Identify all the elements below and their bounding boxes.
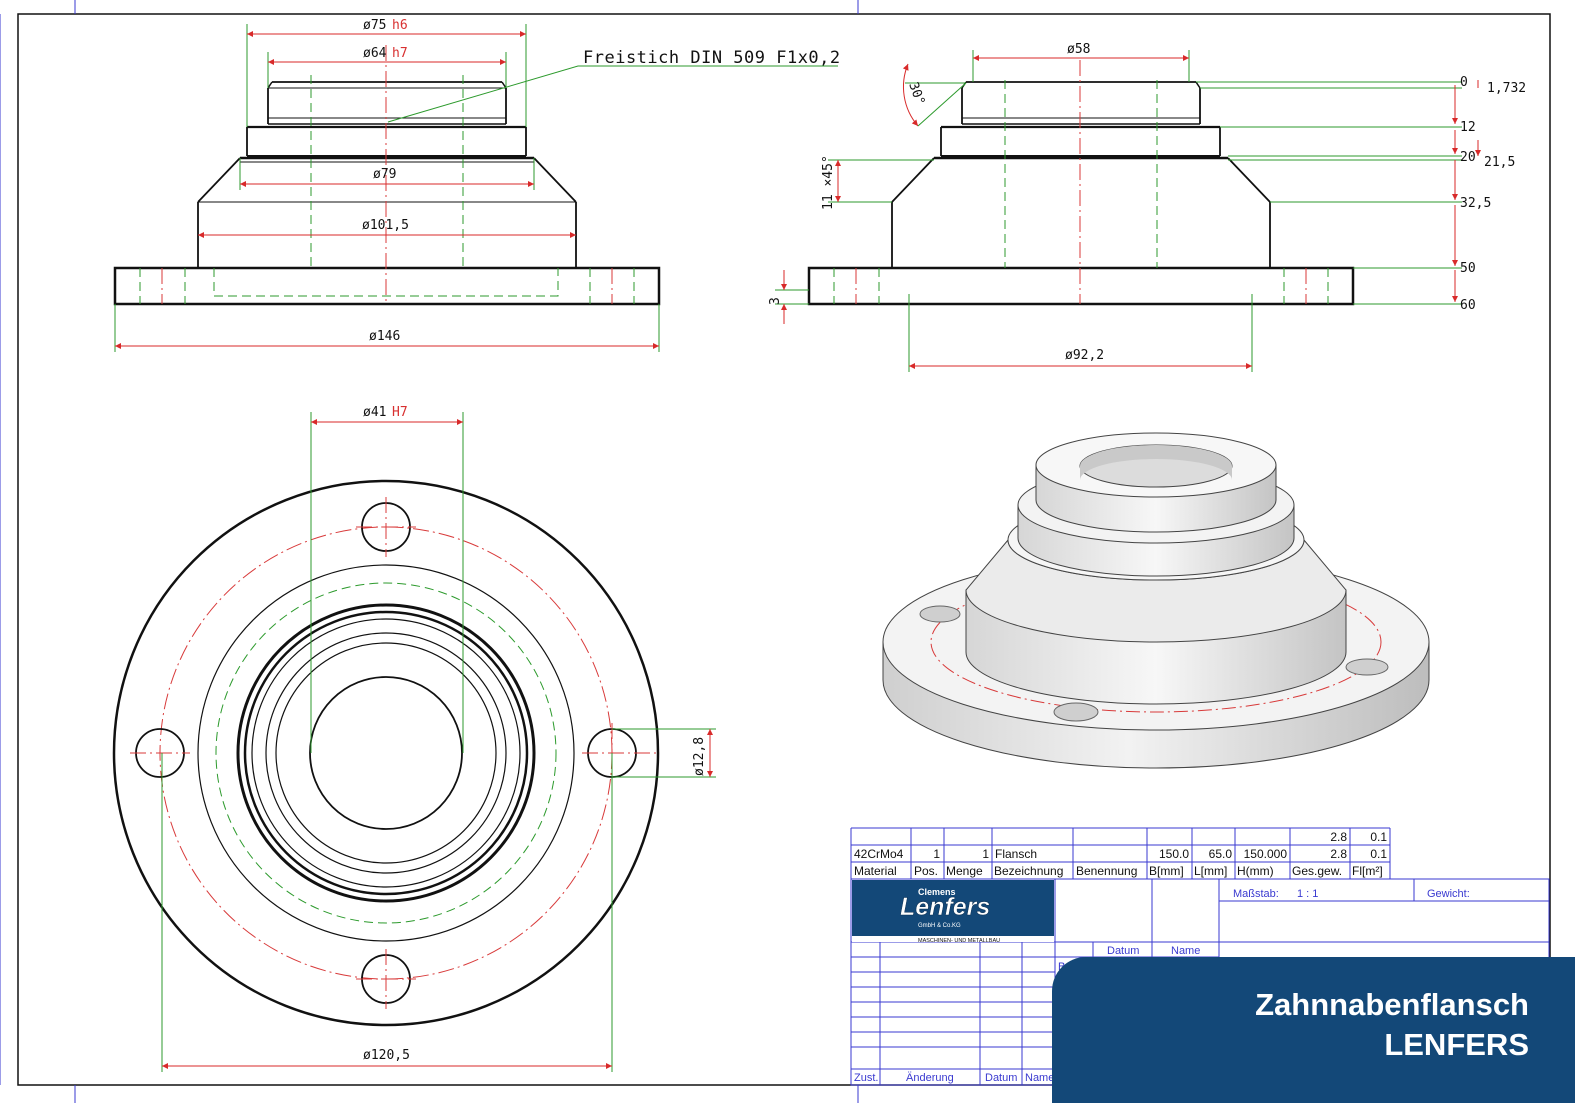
ord-50: 50 bbox=[1460, 261, 1476, 276]
side-view-left-labels: ø75 h6 ø64 h7 Freistich DIN 509 F1x0,2 ø… bbox=[362, 18, 841, 344]
weight-label: Gewicht: bbox=[1427, 888, 1470, 900]
side-view-left bbox=[113, 24, 838, 352]
date-label: Datum bbox=[1107, 945, 1139, 957]
dim-d1015: ø101,5 bbox=[362, 218, 409, 233]
svg-text:MASCHINEN- UND METALLBAU: MASCHINEN- UND METALLBAU bbox=[918, 938, 1000, 944]
tol-h6: h6 bbox=[392, 18, 408, 33]
svg-text:Lenfers: Lenfers bbox=[900, 893, 990, 921]
ord-0: 0 bbox=[1460, 75, 1468, 90]
dim-d41: ø41 bbox=[363, 405, 386, 420]
ord-215: 21,5 bbox=[1484, 155, 1515, 170]
tol-h7: h7 bbox=[392, 46, 408, 61]
title-overlay: Zahnnabenflansch LENFERS bbox=[1052, 957, 1575, 1103]
hdr-b: B[mm] bbox=[1149, 864, 1184, 878]
cell-pos: 1 bbox=[933, 847, 940, 861]
dim-d79: ø79 bbox=[373, 167, 396, 182]
dim-d64: ø64 bbox=[363, 46, 387, 61]
overlay-title: Zahnnabenflansch bbox=[1255, 987, 1529, 1022]
dim-d128: ø12,8 bbox=[692, 737, 707, 776]
tol-H7: H7 bbox=[392, 405, 408, 420]
cell-b: 150.0 bbox=[1159, 847, 1189, 861]
hdr-h: H(mm) bbox=[1237, 864, 1274, 878]
cell-area: 0.1 bbox=[1370, 847, 1387, 861]
hdr-area: Fl[m²] bbox=[1352, 864, 1383, 878]
dim-h3: 3 bbox=[768, 297, 783, 305]
cell-qty: 1 bbox=[982, 847, 989, 861]
cell-r1-area: 0.1 bbox=[1370, 830, 1387, 844]
hdr-l: L[mm] bbox=[1194, 864, 1227, 878]
side-view-right bbox=[775, 50, 1481, 372]
hdr-material: Material bbox=[854, 864, 897, 878]
dim-d58: ø58 bbox=[1067, 42, 1090, 57]
ord-12: 12 bbox=[1460, 120, 1476, 135]
cell-designation: Flansch bbox=[995, 847, 1037, 861]
dim-d146: ø146 bbox=[369, 329, 400, 344]
dim-angle: 30° bbox=[905, 80, 927, 107]
ord-60: 60 bbox=[1460, 298, 1476, 313]
cell-r1-weight: 2.8 bbox=[1330, 830, 1347, 844]
dim-d75: ø75 bbox=[363, 18, 386, 33]
overlay-subtitle: LENFERS bbox=[1384, 1027, 1529, 1062]
change-label: Änderung bbox=[906, 1072, 954, 1084]
hdr-pos: Pos. bbox=[914, 864, 938, 878]
cell-h: 150.000 bbox=[1244, 847, 1288, 861]
dim-chamfer: 11 ×45° bbox=[821, 155, 836, 210]
hdr-designation: Bezeichnung bbox=[994, 864, 1063, 878]
name-label-2: Name bbox=[1025, 1072, 1054, 1084]
scale-value: 1 : 1 bbox=[1297, 888, 1318, 900]
hdr-name: Benennung bbox=[1076, 864, 1137, 878]
date-label-2: Datum bbox=[985, 1072, 1017, 1084]
name-label: Name bbox=[1171, 945, 1200, 957]
company-logo: Clemens Lenfers GmbH & Co.KG MASCHINEN- … bbox=[852, 880, 1054, 944]
cell-weight: 2.8 bbox=[1330, 847, 1347, 861]
cell-material: 42CrMo4 bbox=[854, 847, 904, 861]
hdr-weight: Ges.gew. bbox=[1292, 864, 1342, 878]
undercut-note: Freistich DIN 509 F1x0,2 bbox=[583, 48, 841, 68]
ord-20: 20 bbox=[1460, 150, 1476, 165]
svg-text:Clemens: Clemens bbox=[918, 887, 956, 897]
ord-325: 32,5 bbox=[1460, 196, 1491, 211]
dim-d1205: ø120,5 bbox=[363, 1048, 410, 1063]
side-view-right-labels: ø58 ø92,2 11 ×45° 3 30° 0 1,732 12 20 21… bbox=[768, 42, 1526, 363]
scale-label: Maßstab: bbox=[1233, 888, 1279, 900]
zust-label: Zust. bbox=[854, 1072, 878, 1084]
svg-text:GmbH & Co.KG: GmbH & Co.KG bbox=[918, 923, 961, 929]
cell-l: 65.0 bbox=[1209, 847, 1233, 861]
ord-1732: 1,732 bbox=[1487, 81, 1526, 96]
dim-d922: ø92,2 bbox=[1065, 348, 1104, 363]
isometric-view bbox=[882, 432, 1430, 769]
parts-list-table: 2.8 0.1 42CrMo4 1 1 Flansch 150.0 65.0 1… bbox=[850, 827, 1391, 880]
hdr-qty: Menge bbox=[946, 864, 983, 878]
plan-view-labels: ø41 H7 ø120,5 ø12,8 bbox=[363, 405, 707, 1063]
plan-view bbox=[112, 412, 716, 1072]
